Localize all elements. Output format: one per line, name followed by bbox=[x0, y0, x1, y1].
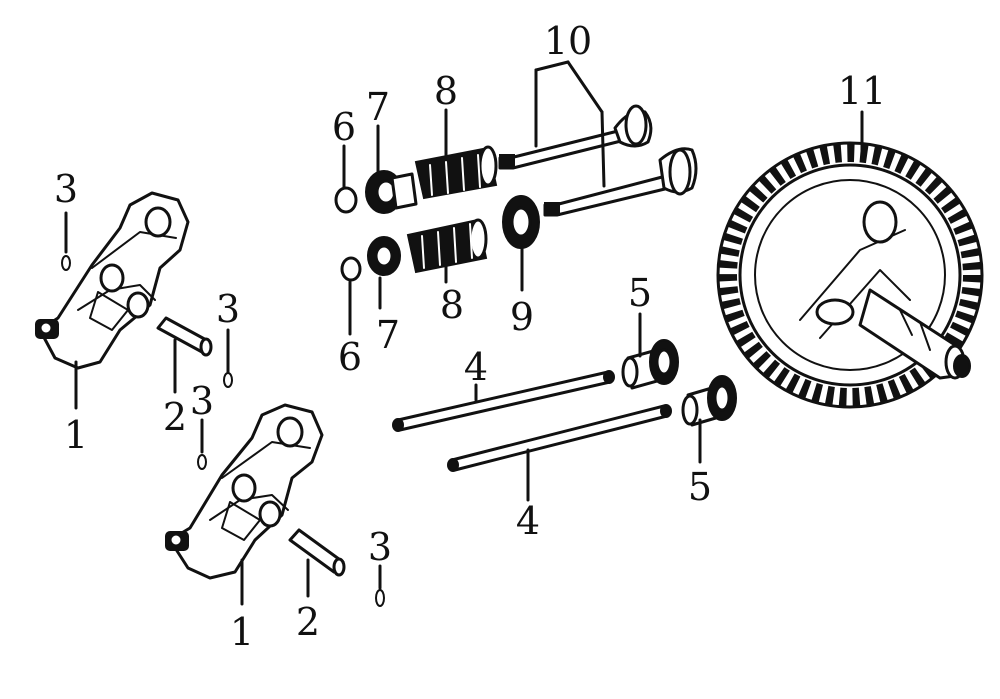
valve-collet-bottom bbox=[340, 256, 362, 282]
pin-top bbox=[156, 316, 213, 357]
callout-retainer-bottom: 7 bbox=[376, 313, 400, 357]
clip-a bbox=[61, 255, 71, 271]
valve-collet-top bbox=[334, 186, 358, 214]
leader-lines bbox=[64, 60, 864, 606]
callout-valves: 10 bbox=[544, 19, 592, 63]
pin-bottom bbox=[288, 528, 346, 577]
valve-top bbox=[498, 104, 653, 170]
callout-camshaft: 11 bbox=[838, 69, 886, 113]
callout-push-rod-top: 4 bbox=[464, 345, 488, 389]
callout-clip-b: 3 bbox=[216, 287, 240, 331]
valve-seal bbox=[502, 195, 540, 249]
callout-pin-top: 2 bbox=[163, 395, 187, 439]
callout-clip-a: 3 bbox=[54, 167, 78, 211]
callout-tappet-top: 5 bbox=[628, 271, 652, 315]
rocker-arm-bottom bbox=[165, 403, 324, 580]
tappet-bottom bbox=[681, 375, 737, 427]
camshaft-gear bbox=[716, 141, 984, 409]
callout-retainer-top: 7 bbox=[366, 85, 390, 129]
valve-spring-bottom bbox=[406, 218, 488, 274]
callout-spring-bottom: 8 bbox=[440, 283, 464, 327]
callout-seal: 9 bbox=[510, 295, 534, 339]
callout-push-rod-bottom: 4 bbox=[516, 499, 540, 543]
callout-clip-d: 3 bbox=[368, 525, 392, 569]
camshaft-shaft bbox=[858, 288, 971, 380]
callout-rocker-arm-bottom: 1 bbox=[230, 610, 254, 654]
callout-collet-top: 6 bbox=[332, 105, 356, 149]
callout-pin-bottom: 2 bbox=[296, 600, 320, 644]
push-rod-bottom bbox=[447, 404, 672, 472]
clip-d bbox=[375, 589, 385, 607]
callout-clip-c: 3 bbox=[190, 379, 214, 423]
spring-retainer-bottom bbox=[367, 236, 401, 276]
callout-tappet-bottom: 5 bbox=[688, 465, 712, 509]
spring-retainer-top bbox=[365, 170, 418, 214]
rocker-arm-top bbox=[35, 191, 190, 370]
callout-spring-top: 8 bbox=[434, 69, 458, 113]
clip-b bbox=[223, 372, 233, 388]
push-rod-top bbox=[392, 370, 615, 432]
clip-c bbox=[197, 454, 207, 470]
valve-bottom bbox=[543, 147, 698, 217]
callout-collet-bottom: 6 bbox=[338, 335, 362, 379]
callout-rocker-arm-top: 1 bbox=[64, 413, 88, 457]
valve-spring-top bbox=[414, 145, 498, 200]
tappet-top bbox=[621, 339, 679, 390]
